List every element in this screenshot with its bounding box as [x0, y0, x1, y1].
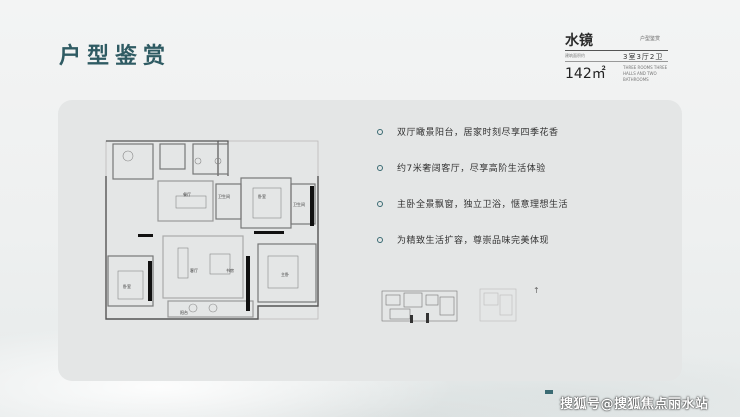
circle-bullet-icon	[377, 200, 383, 207]
feature-text: 为精致生活扩容，尊崇品味完美体现	[397, 236, 550, 246]
divider	[565, 61, 668, 62]
north-arrow-icon: ↑	[533, 286, 540, 295]
content-panel	[58, 100, 682, 381]
page-title: 户型鉴赏	[59, 44, 172, 69]
circle-bullet-icon	[377, 164, 383, 171]
unit-description: THREE ROOMS THREE HALLS AND TWO BATHROOM…	[623, 65, 668, 82]
plan-label-living: 客厅	[190, 267, 198, 273]
feature-text: 主卧全景飘窗，独立卫浴，惬意理想生活	[397, 200, 569, 210]
feature-list: 双厅瞰景阳台，居家时刻尽享四季花香 约7米奢阔客厅，尽享高阶生活体验 主卧全景飘…	[377, 124, 568, 268]
unit-name: 水镜	[565, 33, 593, 49]
feature-text: 双厅瞰景阳台，居家时刻尽享四季花香	[397, 128, 559, 138]
floor-plan: 餐厅 卫生间 卧室 卫生间 卧室 客厅 主卧 阳台 书房	[105, 140, 319, 320]
plan-label-bedroom-b: 卧室	[123, 283, 131, 289]
list-item: 双厅瞰景阳台，居家时刻尽享四季花香	[377, 124, 568, 139]
plan-label-study: 书房	[226, 267, 234, 273]
watermark: 搜狐号@搜狐焦点丽水站	[560, 397, 709, 412]
unit-info: 水镜 户型鉴赏 建筑面积约 3室3厅2卫 142㎡ THREE ROOMS TH…	[565, 30, 680, 84]
floor-plan-thumbnails	[381, 288, 517, 323]
corner-mark	[545, 390, 553, 394]
divider	[565, 50, 668, 51]
list-item: 为精致生活扩容，尊崇品味完美体现	[377, 232, 568, 247]
feature-text: 约7米奢阔客厅，尽享高阶生活体验	[397, 164, 546, 174]
unit-sub-label: 建筑面积约	[565, 53, 585, 58]
unit-tag: 户型鉴赏	[639, 36, 660, 42]
plan-label-bath-a: 卫生间	[218, 193, 230, 199]
circle-bullet-icon	[377, 236, 383, 243]
circle-bullet-icon	[377, 128, 383, 135]
plan-label-bath-b: 卫生间	[293, 201, 305, 207]
plan-label-dining: 餐厅	[183, 191, 191, 197]
unit-area: 142㎡	[565, 66, 606, 82]
plan-label-master: 主卧	[281, 271, 289, 277]
plan-label-balcony: 阳台	[180, 309, 188, 315]
list-item: 主卧全景飘窗，独立卫浴，惬意理想生活	[377, 196, 568, 211]
list-item: 约7米奢阔客厅，尽享高阶生活体验	[377, 160, 568, 175]
plan-label-bedroom-a: 卧室	[258, 193, 266, 199]
unit-rooms: 3室3厅2卫	[623, 53, 664, 61]
